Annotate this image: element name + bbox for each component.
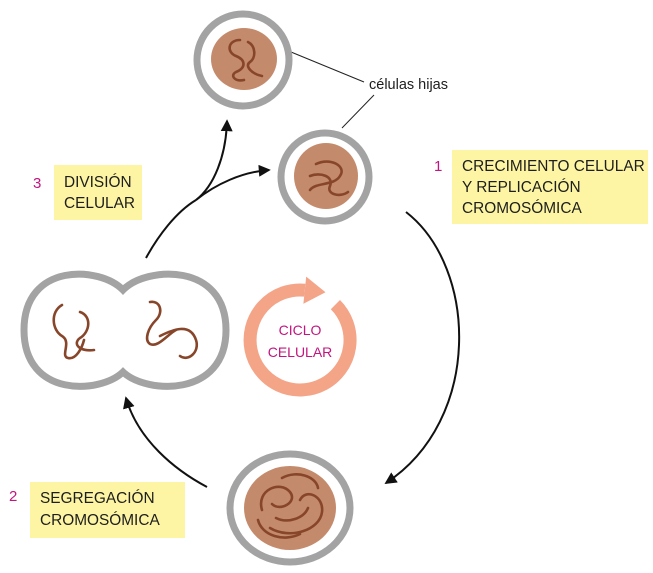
stage-1-label: CRECIMIENTO CELULAR Y REPLICACIÓN CROMOS…	[452, 150, 648, 224]
stage-1-number: 1	[434, 157, 442, 177]
cell-membrane	[24, 274, 226, 386]
stage-3-number: 3	[33, 174, 41, 194]
cycle-label-line-2: CELULAR	[268, 344, 333, 360]
stage-3-line: CELULAR	[64, 193, 142, 214]
stage-3-line: DIVISIÓN	[64, 172, 142, 193]
stage-1-line: CRECIMIENTO CELULAR	[462, 156, 648, 177]
daughter-cells-label: células hijas	[369, 76, 448, 94]
cycle-ring	[250, 290, 350, 390]
daughter-cell-top	[197, 14, 289, 106]
arrow-segregation-to-division	[126, 398, 207, 487]
daughter-cell-right	[281, 133, 369, 221]
arrow-division-stem	[146, 200, 196, 258]
cell-replicated	[230, 454, 350, 562]
stage-1-line: Y REPLICACIÓN	[462, 177, 648, 198]
cycle-arrow: CICLO CELULAR	[250, 277, 350, 390]
arrow-to-daughter-right	[196, 170, 269, 200]
stage-2-label: SEGREGACIÓN CROMOSÓMICA	[30, 482, 185, 538]
arrow-growth-to-segregation	[386, 212, 459, 483]
stage-2-number: 2	[9, 487, 17, 507]
stage-2-line: SEGREGACIÓN	[40, 488, 185, 510]
stage-1-line: CROMOSÓMICA	[462, 198, 648, 219]
cycle-label-line-1: CICLO	[279, 322, 322, 338]
daughter-cells-pointer-right	[342, 95, 374, 128]
daughter-cells-pointer-top	[291, 52, 364, 82]
cell-dividing	[24, 274, 226, 386]
stage-2-line: CROMOSÓMICA	[40, 510, 185, 532]
cycle-arrowhead	[303, 277, 325, 304]
stage-3-label: DIVISIÓN CELULAR	[54, 165, 142, 220]
